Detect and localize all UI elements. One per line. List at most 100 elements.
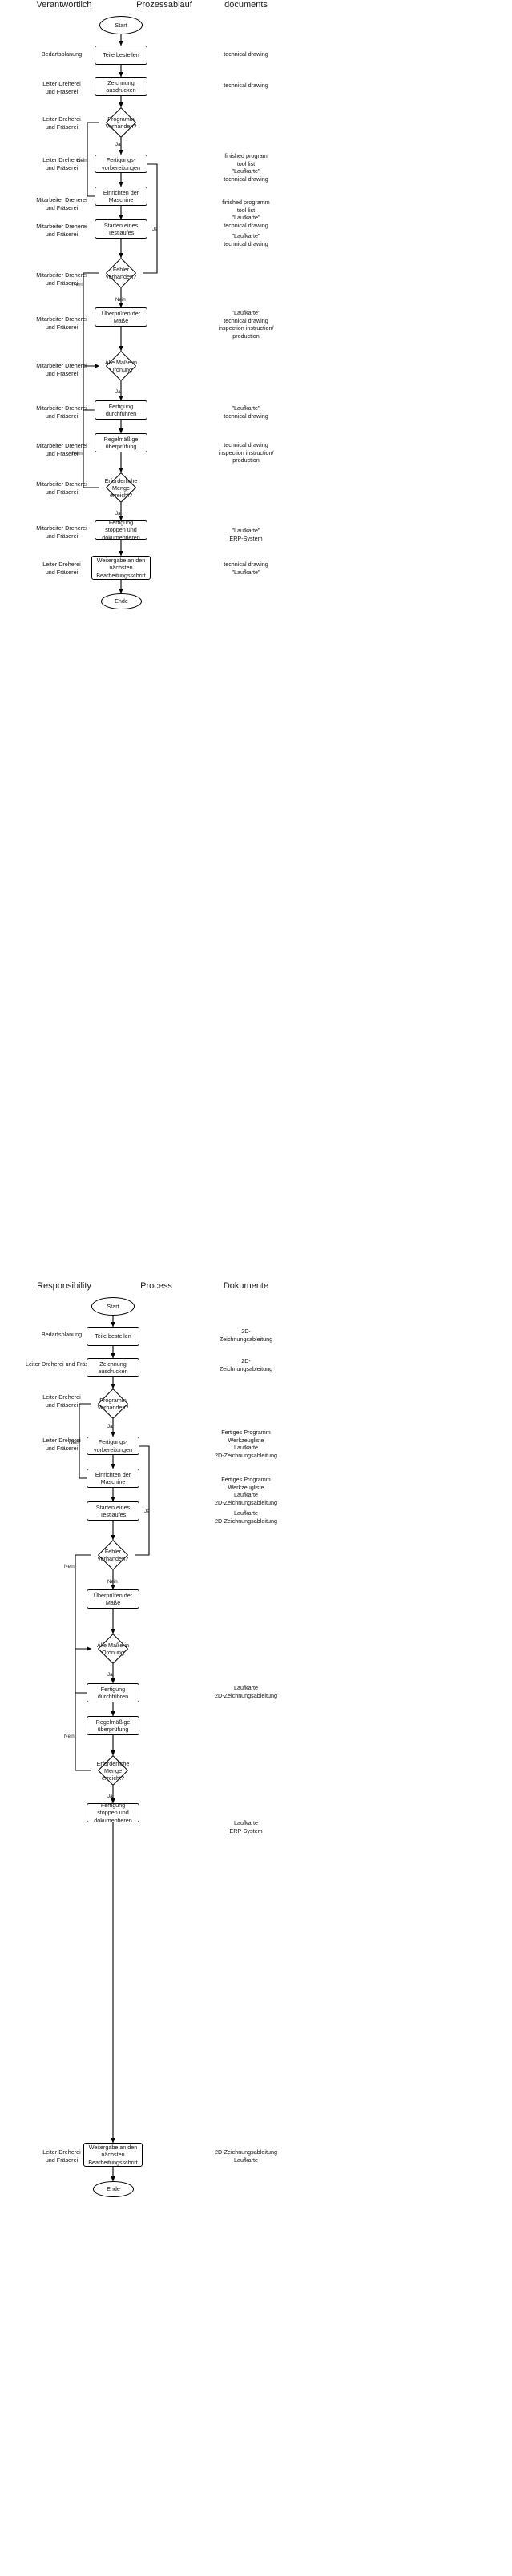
node-progexist-2[interactable]: Programm Vorhanden? [83,1388,143,1420]
responsibility-produce-1: Mitarbeiter Dreherei und Fräserei [36,404,87,420]
documents-order-2: 2D- Zeichnungsableitung [219,1328,273,1343]
edge-label-progexist-yes-1: Ja [115,142,121,147]
edge-label-qty-no-2: Nein [64,1734,75,1739]
documents-testrun-1: "Laufkarte" technical drawing [224,232,268,247]
node-prep-1[interactable]: Fertigungs- vorbereitungen [95,155,147,173]
documents-setup-1: finished programm tool list "Laufkarte" … [222,199,270,229]
documents-print-1: technical drawing [224,82,268,89]
node-checkdim-1[interactable]: Überprüfen der Maße [95,307,147,327]
node-prep-2[interactable]: Fertigungs- vorbereitungen [87,1437,139,1455]
edge-label-error-no-left-1: Nein [72,282,83,287]
edge-label-progexist-no-1: Nein [77,158,87,163]
node-produce-2[interactable]: Fertigung durchführen [87,1683,139,1702]
node-print-1[interactable]: Zeichnung ausdrucken [95,77,147,96]
responsibility-progexist-2: Leiter Dreherei und Fräserei [42,1393,81,1409]
responsibility-order-1: Bedarfsplanung [41,50,83,58]
documents-produce-1: "Laufkarte" technical drawing [224,404,268,420]
node-start-2[interactable]: Start [91,1297,135,1316]
header-documents-2: Dokumente [223,1281,269,1291]
node-stopdoc-1[interactable]: Fertigung stoppen und dokumentieren [95,519,147,541]
documents-checkdim-1: "Laufkarte" technical drawing inspection… [218,309,274,340]
documents-prep-2: Fertiges Programm Werkzeugliste Laufkart… [215,1429,277,1459]
header-process-2: Process [140,1281,172,1291]
responsibility-print-1: Leiter Dreherei und Fräserei [42,80,81,95]
flowchart-german-documents: Responsibility Process Dokumente Bedarfs… [0,1281,512,2576]
node-error-1[interactable]: Fehler vorhanden? [91,257,151,289]
header-process-1: Prozessablauf [136,0,192,10]
node-print-2[interactable]: Zeichnung ausdrucken [87,1358,139,1377]
node-progexist-1[interactable]: Programm Vorhanden? [91,106,151,139]
node-order-1[interactable]: Teile bestellen [95,46,147,65]
responsibility-order-2: Bedarfsplanung [41,1331,83,1338]
edge-label-dimok-yes-2: Ja [107,1672,113,1678]
documents-handover-2: 2D-Zeichnungsableitung Laufkarte [215,2148,277,2164]
decision-shape [97,1539,129,1571]
responsibility-handover-2: Leiter Dreherei und Fräserei [42,2148,81,2164]
responsibility-prep-2: Leiter Dreherei und Fräserei [42,1437,81,1452]
responsibility-progexist-1: Leiter Dreherei und Fräserei [42,115,81,131]
edge-label-error-no-left-2: Nein [64,1564,75,1569]
documents-testrun-2: Laufkarte 2D-Zeichnungsableitung [215,1509,277,1525]
documents-produce-2: Laufkarte 2D-Zeichnungsableitung [215,1684,277,1699]
edge-label-progexist-yes-2: Ja [107,1424,113,1429]
responsibility-qty-1: Mitarbeiter Dreherei und Fräserei [36,480,87,496]
flowchart-english-documents: Verantwortlich Prozessablauf documents B… [0,0,512,1201]
documents-regcheck-1: technical drawing inspection instruction… [218,441,274,464]
responsibility-dimok-1: Mitarbeiter Dreherei und Fräserei [36,362,87,377]
node-setup-1[interactable]: Einrichten der Maschine [95,187,147,206]
edge-label-error-yes-2: Ja [144,1509,150,1514]
decision-shape [105,257,137,289]
node-testrun-2[interactable]: Starten eines Testlaufes [87,1501,139,1521]
decision-shape [105,350,137,382]
responsibility-checkdim-1: Mitarbeiter Dreherei und Fräserei [36,315,87,331]
edge-label-dimok-yes-1: Ja [115,389,121,395]
node-error-2[interactable]: Fehler vorhanden? [83,1539,143,1571]
documents-stopdoc-2: Laufkarte ERP-System [229,1819,263,1835]
node-dimok-2[interactable]: Alle Maße in Ordnung [83,1633,143,1665]
decision-shape [97,1633,129,1665]
node-regcheck-1[interactable]: Regelmäßige überprüfung [95,433,147,452]
node-handover-1[interactable]: Weitergabe an den nächsten Bearbeitungss… [91,556,151,580]
node-dimok-1[interactable]: Alle Maße in Ordnung [91,350,151,382]
header-responsibility-1: Verantwortlich [36,0,92,10]
node-setup-2[interactable]: Einrichten der Maschine [87,1469,139,1488]
edge-label-qty-yes-2: Ja [107,1794,113,1799]
documents-prep-1: finished program tool list "Laufkarte" t… [224,152,268,183]
edge-label-qty-no-1: Nein [72,451,83,456]
header-documents-1: documents [224,0,268,10]
documents-print-2: 2D- Zeichnungsableitung [219,1357,273,1372]
edge-label-error-no-down-1: Nein [115,297,126,303]
node-end-2[interactable]: Ende [93,2181,134,2197]
edge-label-error-yes-1: Ja [152,227,158,232]
documents-order-1: technical drawing [224,50,268,58]
decision-shape [97,1388,129,1420]
responsibility-stopdoc-1: Mitarbeiter Dreherei und Fräserei [36,524,87,540]
documents-stopdoc-1: "Laufkarte" ERP-System [229,527,263,542]
node-start-1[interactable]: Start [99,16,143,34]
documents-handover-1: technical drawing "Laufkarte" [224,561,268,576]
responsibility-regcheck-1: Mitarbeiter Dreherei und Fräserei [36,442,87,457]
responsibility-prep-1: Leiter Dreherei und Fräserei [42,156,81,171]
node-qtyreached-1[interactable]: Erforderliche Menge erreicht? [91,472,151,504]
node-order-2[interactable]: Teile bestellen [87,1327,139,1346]
node-produce-1[interactable]: Fertigung durchführen [95,400,147,420]
responsibility-testrun-1: Mitarbeiter Dreherei und Fräserei [36,223,87,238]
node-handover-2[interactable]: Weitergabe an den nächsten Bearbeitungss… [83,2143,143,2167]
responsibility-setup-1: Mitarbeiter Dreherei und Fräserei [36,196,87,211]
responsibility-handover-1: Leiter Dreherei und Fräserei [42,561,81,576]
node-end-1[interactable]: Ende [101,593,142,609]
edge-label-progexist-no-2: Nein [69,1440,79,1445]
decision-shape [105,472,137,504]
node-regcheck-2[interactable]: Regelmäßige überprüfung [87,1716,139,1735]
documents-setup-2: Fertiges Programm Werkzeugliste Laufkart… [215,1476,277,1506]
responsibility-error-1: Mitarbeiter Dreherei und Fräserei [36,271,87,287]
edge-label-qty-yes-1: Ja [115,511,121,516]
node-checkdim-2[interactable]: Überprüfen der Maße [87,1589,139,1609]
node-stopdoc-2[interactable]: Fertigung stoppen und dokumentieren [87,1802,139,1824]
node-qtyreached-2[interactable]: Erforderliche Menge erreicht? [83,1754,143,1786]
node-testrun-1[interactable]: Starten eines Testlaufes [95,219,147,239]
header-responsibility-2: Responsibility [37,1281,91,1291]
decision-shape [97,1754,129,1786]
edge-label-error-no-down-2: Nein [107,1579,118,1585]
